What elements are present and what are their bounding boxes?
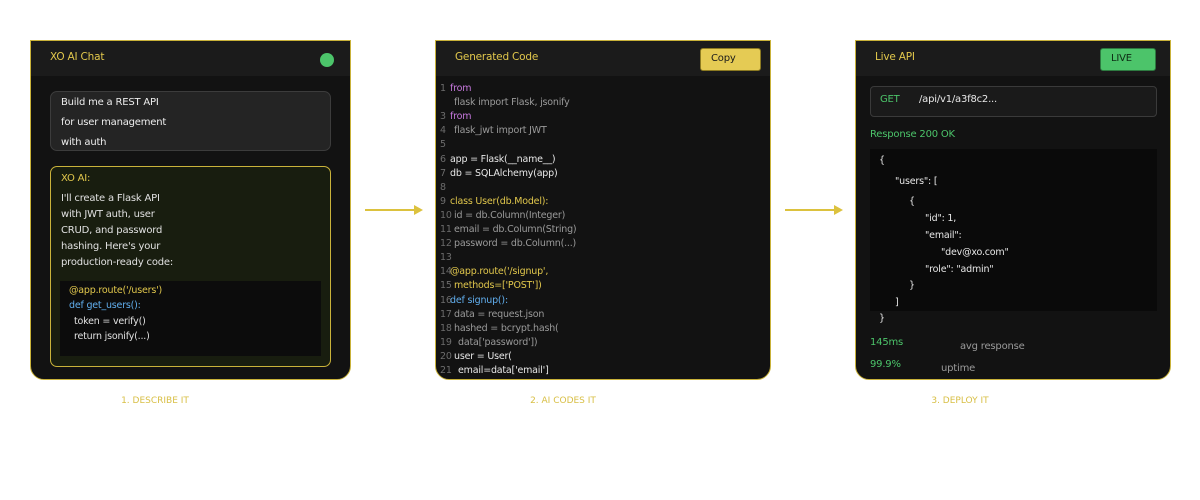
line-number: 8	[440, 181, 446, 193]
code-text: data['password'])	[458, 336, 538, 348]
code-text: class User(db.Model):	[450, 195, 549, 207]
response-line: "email":	[925, 230, 962, 241]
code-text: @app.route('/signup',	[450, 266, 549, 278]
response-line: "role": "admin"	[925, 264, 994, 275]
response-line: }	[879, 313, 885, 324]
line-number: 9	[440, 195, 446, 207]
metric-label: uptime	[941, 363, 976, 374]
response-line: "dev@xo.com"	[941, 247, 1009, 258]
line-number: 4	[440, 125, 446, 137]
snippet-line: token = verify()	[74, 316, 146, 327]
code-text: password = db.Column(...)	[454, 238, 577, 250]
code-text: flask import Flask, jsonify	[454, 97, 570, 109]
api-header: Live API LIVE	[856, 41, 1170, 76]
line-number: 17	[440, 308, 452, 320]
response-line: "id": 1,	[925, 213, 957, 224]
code-header: Generated Code Copy	[436, 41, 770, 76]
endpoint-field[interactable]: GET /api/v1/a3f8c2...	[870, 86, 1157, 117]
response-status: Response 200 OK	[870, 129, 955, 140]
code-title: Generated Code	[455, 51, 539, 63]
api-title: Live API	[875, 51, 915, 63]
user-message-line: Build me a REST API	[61, 97, 159, 108]
response-line: ]	[895, 297, 899, 308]
code-text: def signup():	[450, 294, 508, 306]
line-number: 16	[440, 294, 452, 306]
line-number: 5	[440, 139, 446, 151]
code-snippet: @app.route('/users') def get_users(): to…	[60, 281, 321, 356]
snippet-line: return jsonify(...)	[74, 331, 150, 342]
api-panel: Live API LIVE GET /api/v1/a3f8c2... Resp…	[855, 40, 1171, 380]
line-number: 10	[440, 209, 452, 221]
line-number: 13	[440, 252, 452, 264]
ai-label: XO AI:	[61, 173, 91, 184]
step-label-describe: 1. DESCRIBE IT	[121, 396, 189, 406]
code-text: from	[450, 111, 472, 123]
code-text: email = db.Column(String)	[454, 224, 577, 235]
code-text: hashed = bcrypt.hash(	[454, 322, 559, 334]
user-message-bubble: Build me a REST API for user management …	[50, 91, 331, 151]
line-number: 21	[440, 365, 452, 376]
line-number: 20	[440, 350, 452, 362]
response-line: "users": [	[895, 176, 938, 187]
arrow-right-icon	[785, 205, 843, 215]
ai-message-line: CRUD, and password	[61, 225, 163, 236]
snippet-line: @app.route('/users')	[69, 285, 163, 296]
line-number: 19	[440, 336, 452, 348]
line-number: 1	[440, 83, 446, 94]
line-number: 18	[440, 322, 452, 334]
step-label-deploy: 3. DEPLOY IT	[931, 396, 989, 406]
line-number: 7	[440, 167, 446, 179]
user-message-line: for user management	[61, 117, 167, 128]
response-line: {	[879, 155, 885, 166]
step-label-code: 2. AI CODES IT	[530, 396, 596, 406]
chat-panel: XO AI Chat Build me a REST API for user …	[30, 40, 351, 380]
endpoint-path: /api/v1/a3f8c2...	[919, 94, 998, 105]
line-number: 14	[440, 266, 452, 278]
metric-label: avg response	[960, 341, 1025, 352]
line-number: 6	[440, 153, 446, 165]
code-text: flask_jwt import JWT	[454, 125, 547, 137]
ai-message-line: production-ready code:	[61, 257, 174, 268]
ai-message-line: hashing. Here's your	[61, 241, 161, 252]
code-text: email=data['email']	[458, 365, 549, 376]
ai-message-line: with JWT auth, user	[61, 209, 155, 220]
ai-message-line: I'll create a Flask API	[61, 193, 160, 204]
metric-value: 99.9%	[870, 359, 901, 370]
chat-title: XO AI Chat	[50, 51, 105, 63]
copy-button[interactable]: Copy	[700, 48, 761, 71]
online-status-icon	[320, 53, 334, 67]
response-line: }	[909, 280, 915, 291]
live-badge: LIVE	[1100, 48, 1156, 71]
code-text: from	[450, 83, 472, 94]
code-text: user = User(	[454, 350, 512, 362]
line-number: 3	[440, 111, 446, 123]
line-number: 12	[440, 238, 452, 250]
response-line: {	[909, 196, 915, 207]
code-text: db = SQLAlchemy(app)	[450, 167, 558, 179]
code-panel: Generated Code Copy 1 from flask import Fl…	[435, 40, 771, 380]
code-text: app = Flask(__name__)	[450, 153, 556, 165]
chat-header: XO AI Chat	[31, 41, 350, 76]
code-text: id = db.Column(Integer)	[454, 209, 566, 221]
line-number: 15	[440, 280, 452, 292]
ai-message-bubble: XO AI: I'll create a Flask API with JWT …	[50, 166, 331, 367]
http-method: GET	[880, 94, 900, 105]
code-text: methods=['POST'])	[454, 280, 542, 292]
line-number: 11	[440, 224, 452, 235]
response-body: { "users": [ { "id": 1, "email": "dev@xo…	[870, 149, 1157, 324]
metric-value: 145ms	[870, 337, 904, 348]
arrow-right-icon	[365, 205, 423, 215]
snippet-line: def get_users():	[69, 300, 141, 311]
code-text: data = request.json	[454, 308, 545, 320]
user-message-line: with auth	[61, 137, 107, 148]
